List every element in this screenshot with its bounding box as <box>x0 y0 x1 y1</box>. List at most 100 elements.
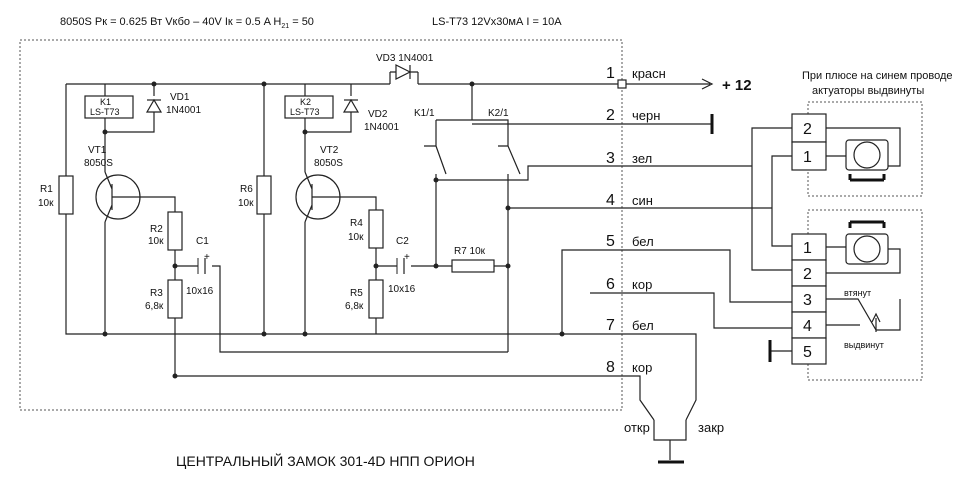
label-extended: выдвинут <box>844 340 884 350</box>
vt1-label: VT1 <box>88 145 107 156</box>
actuator-lower-terminals <box>791 233 827 365</box>
r3-label: R3 <box>150 288 163 299</box>
vd2-label: VD2 <box>368 109 388 120</box>
pin1-connector <box>617 79 627 89</box>
r1-value: 10к <box>38 198 54 209</box>
pin8-wire-color: кор <box>632 360 652 375</box>
k1-label: K1 <box>100 97 111 107</box>
k2-label: K2 <box>300 97 311 107</box>
supply-label: + 12 <box>722 77 752 94</box>
pin3-number: 3 <box>606 150 615 167</box>
module-outline <box>19 39 623 411</box>
actuator-upper-pin-a <box>791 113 827 143</box>
pin1-number: 1 <box>606 65 615 82</box>
pin7-wire-color: бел <box>632 318 654 333</box>
c2-capacitor <box>396 258 405 274</box>
vd3-diode <box>395 64 412 80</box>
k2-relay-coil <box>284 95 334 119</box>
r1-label: R1 <box>40 184 53 195</box>
c1-capacitor <box>197 258 206 274</box>
note-line-2: актуаторы выдвинуты <box>812 85 924 97</box>
junction-dots <box>102 81 565 379</box>
actuator-upper-motor-icon <box>845 139 889 182</box>
pin7-number: 7 <box>606 317 615 334</box>
pin2-wire-color: черн <box>632 108 660 123</box>
pin6-wire <box>620 292 792 329</box>
vd3-label: VD3 1N4001 <box>376 53 434 64</box>
relay-contacts <box>424 119 521 175</box>
r1-wire <box>65 84 380 335</box>
r5-label: R5 <box>350 288 363 299</box>
vt2-type: 8050S <box>314 158 343 169</box>
r2-label: R2 <box>150 224 163 235</box>
r1-resistor <box>58 175 74 215</box>
r5-resistor <box>368 279 384 319</box>
pin3-wire-color: зел <box>632 151 652 166</box>
transistor-spec: 8050S Pк = 0.625 Вт Vкбо – 40V Iк = 0.5 … <box>60 16 314 30</box>
k2-type: LS-T73 <box>290 107 320 117</box>
pin5-number: 5 <box>606 233 615 250</box>
vd1-value: 1N4001 <box>166 105 201 116</box>
pin5-wire-color: бел <box>632 234 654 249</box>
actuator-lower-motor-icon <box>845 220 889 265</box>
r4-resistor <box>368 209 384 249</box>
vd2-wire <box>305 84 352 133</box>
r7-resistor <box>451 259 495 273</box>
c1-wire <box>175 265 508 353</box>
switch-close-label: закр <box>698 420 724 435</box>
c1-label: C1 <box>196 236 209 247</box>
relay-spec: LS-T73 12Vx30мА I = 10A <box>432 16 562 28</box>
c2-label: C2 <box>396 236 409 247</box>
note-line-1: При плюсе на синем проводе <box>802 70 953 82</box>
r5-value: 6,8к <box>345 301 364 312</box>
actuator-upper-pin-b <box>791 141 827 171</box>
r4-label: R4 <box>350 218 363 229</box>
c2-value: 10x16 <box>388 284 416 295</box>
r6-value: 10к <box>238 198 254 209</box>
schematic-title: ЦЕНТРАЛЬНЫЙ ЗАМОК 301-4D НПП ОРИОН <box>176 452 475 469</box>
actuator-lower-pin-3: 3 <box>803 292 812 309</box>
r6-label: R6 <box>240 184 253 195</box>
pin8-wire <box>620 375 655 421</box>
c1-value: 10x16 <box>186 286 214 297</box>
actuator-upper-pin-1: 1 <box>803 149 812 166</box>
actuator-lower-switch-wire <box>826 298 901 331</box>
actuator-lower-pin-2: 2 <box>803 266 812 283</box>
r2-resistor <box>167 211 183 251</box>
r2-value: 10к <box>148 236 164 247</box>
c2-plus: + <box>404 252 410 263</box>
k2-out-wire <box>507 174 620 352</box>
switch-common-wire <box>653 420 687 460</box>
k2-contact-label: K2/1 <box>488 108 509 119</box>
r6-resistor <box>256 175 272 215</box>
actuator-upper-wire <box>826 127 901 167</box>
pin8-number: 8 <box>606 359 615 376</box>
k1-contact-label: K1/1 <box>414 108 435 119</box>
vd1-diode <box>145 98 163 113</box>
k1-out-wire <box>435 165 620 266</box>
k1-type: LS-T73 <box>90 107 120 117</box>
vt1-type: 8050S <box>84 158 113 169</box>
pin3-wire <box>620 127 792 271</box>
actuator-lower-outline <box>807 209 923 381</box>
pin7-wire <box>620 333 697 421</box>
actuator-lower-pin-4: 4 <box>803 318 812 335</box>
actuator-lower-pin-1: 1 <box>803 240 812 257</box>
k1-relay-coil <box>84 95 134 119</box>
vd2-diode <box>342 98 360 113</box>
vd1-label: VD1 <box>170 92 190 103</box>
r4-value: 10к <box>348 232 364 243</box>
c1-plus: + <box>204 252 210 263</box>
pin5-internal <box>380 249 620 335</box>
pin4-number: 4 <box>606 192 615 209</box>
vt2-label: VT2 <box>320 145 339 156</box>
label-retracted: втянут <box>844 288 871 298</box>
actuator-lower-motor-wire <box>826 246 901 274</box>
actuator-lower-pin-5: 5 <box>803 344 812 361</box>
actuator-upper-pin-2: 2 <box>803 121 812 138</box>
pin5-wire <box>620 249 792 303</box>
pin2-number: 2 <box>606 107 615 124</box>
supply-arrow <box>626 78 714 90</box>
pin6-wire-color: кор <box>632 277 652 292</box>
